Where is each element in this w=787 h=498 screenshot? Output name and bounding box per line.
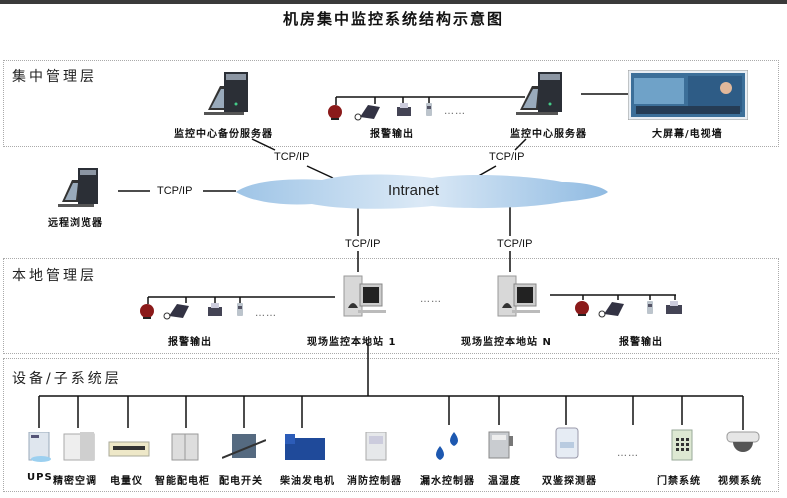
device-label: UPS [27,472,53,483]
device-label: 智能配电柜 [155,476,210,487]
power-meter-icon [108,441,150,457]
device-label: 柴油发电机 [280,476,335,487]
device-label: 漏水控制器 [420,476,475,487]
ups-icon [28,432,51,462]
precision-ac-icon [63,432,95,461]
local-layer-label: 本地管理层 [12,268,97,284]
tcp-label-stationN: TCP/IP [497,238,533,250]
station-ellipsis: …… [420,294,442,305]
tcp-label-main: TCP/IP [489,151,525,163]
local-pager-icon [237,303,243,316]
video-wall-icon [628,70,748,120]
device-label: 视频系统 [718,476,762,487]
temp-humidity-icon [488,431,513,459]
local-alarm-label-left: 报警输出 [168,337,212,348]
backup-server-icon [204,72,248,115]
device-label: 门禁系统 [657,476,701,487]
access-control-icon [671,429,693,461]
diagram-title: 机房集中监控系统结构示意图 [282,10,504,28]
remote-browser-icon [58,168,98,207]
top-bar [0,0,787,4]
dual-detector-icon [555,427,579,459]
device-layer-box [3,358,779,492]
local-layer-box [3,258,779,354]
water-leak-icon [436,432,458,460]
remote-browser-label: 远程浏览器 [48,218,103,229]
local-alarm-ellipsis-left: …… [255,308,277,319]
smart-cabinet-icon [171,433,199,461]
device-label: 配电开关 [219,476,263,487]
video-wall-label: 大屏幕/电视墙 [652,129,723,140]
central-layer-box [3,60,779,147]
tcp-label-backup: TCP/IP [274,151,310,163]
diesel-generator-icon [285,434,325,460]
local-station-n-icon [497,275,540,317]
pager-icon [426,103,432,116]
intranet-cloud [236,174,608,209]
device-label: 电量仪 [110,476,143,487]
siren-icon [328,105,342,120]
device-label: 精密空调 [53,476,97,487]
device-label: 消防控制器 [347,476,402,487]
device-layer-label: 设备/子系统层 [12,371,122,387]
local-station-n-label: 现场监控本地站 N [461,337,552,348]
telephone-icon [354,105,380,121]
device-ellipsis: …… [617,448,639,459]
backup-server-label: 监控中心备份服务器 [174,129,273,140]
local-siren-icon [140,304,154,319]
printer-icon [397,103,411,116]
main-server-label: 监控中心服务器 [510,129,587,140]
video-camera-icon [726,431,760,452]
local-station-1-icon [343,275,386,317]
tcp-label-remote: TCP/IP [157,185,193,197]
right-printer-icon [666,301,682,314]
right-siren-icon [575,301,589,316]
local-printer-icon [208,303,222,316]
fire-controller-icon [365,432,387,461]
central-layer-label: 集中管理层 [12,69,97,85]
device-label: 双鉴探测器 [542,476,597,487]
local-telephone-icon [163,304,189,320]
tcp-label-station1: TCP/IP [345,238,381,250]
intranet-label: Intranet [388,182,439,199]
local-station-1-label: 现场监控本地站 1 [307,337,397,348]
central-alarm-ellipsis: …… [444,106,466,117]
power-switch-icon [222,434,266,459]
main-server-icon [516,72,562,115]
right-telephone-icon [598,302,624,318]
right-pager-icon [647,301,653,314]
device-label: 温湿度 [488,476,521,487]
local-alarm-label-right: 报警输出 [619,337,663,348]
central-alarm-label: 报警输出 [370,129,414,140]
